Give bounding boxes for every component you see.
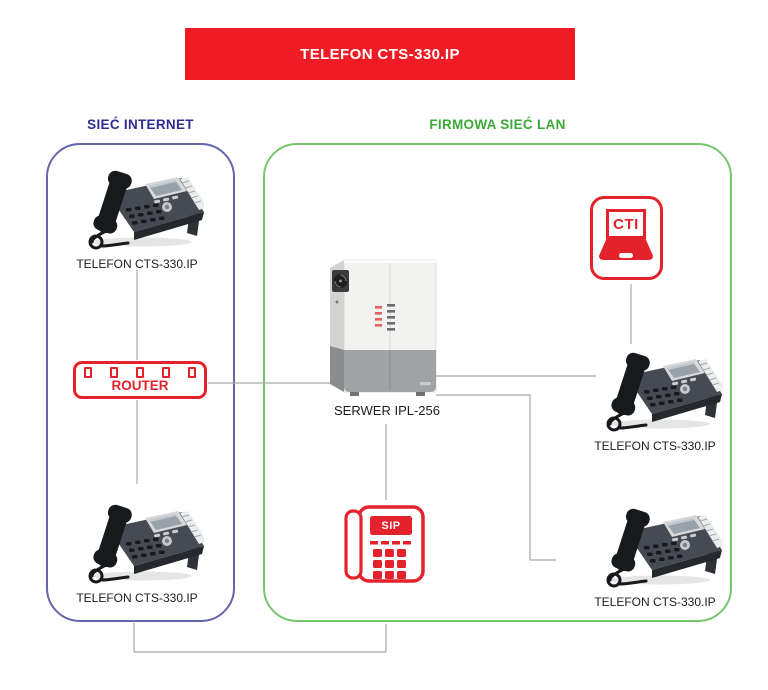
line-internet-box-to-lan-box xyxy=(133,623,387,653)
router-icon: ROUTER xyxy=(73,361,207,399)
cti-laptop-base xyxy=(599,239,653,260)
router-port xyxy=(110,367,118,378)
ip-phone-image xyxy=(606,508,725,588)
ip-phone-image-wrap xyxy=(588,340,725,437)
phone-top-left-label: TELEFON CTS-330.IP xyxy=(76,257,198,271)
phone-bottom-right-label: TELEFON CTS-330.IP xyxy=(594,595,716,609)
ip-phone-image-wrap xyxy=(70,492,207,589)
router-label: ROUTER xyxy=(111,378,169,393)
ip-phone-image-wrap xyxy=(588,496,725,593)
sip-phone-glyph xyxy=(344,505,425,583)
phone-bottom-left-label: TELEFON CTS-330.IP xyxy=(76,591,198,605)
line-server-to-phone-bottom-right xyxy=(436,394,556,561)
sip-icon: SIP xyxy=(342,502,428,586)
router-port xyxy=(162,367,170,378)
phone-bottom-left: TELEFON CTS-330.IP xyxy=(70,492,207,605)
ip-phone-image xyxy=(606,352,725,432)
router-port xyxy=(188,367,196,378)
ip-phone-image-wrap xyxy=(70,158,207,255)
router-ports xyxy=(76,367,204,378)
title-banner-text: TELEFON CTS-330.IP xyxy=(300,45,460,63)
cti-icon: CTI xyxy=(590,196,663,280)
serwer-ipl-256-image xyxy=(330,259,437,396)
server-label: SERWER IPL-256 xyxy=(334,403,440,418)
cti-laptop-screen: CTI xyxy=(606,209,646,239)
ip-phone-image xyxy=(88,170,207,250)
cti-label: CTI xyxy=(613,215,639,233)
lan-zone-title: FIRMOWA SIEĆ LAN xyxy=(429,117,566,132)
phone-mid-right: TELEFON CTS-330.IP xyxy=(588,340,725,453)
router-port xyxy=(84,367,92,378)
ip-phone-image xyxy=(88,504,207,584)
internet-zone-title: SIEĆ INTERNET xyxy=(87,117,194,132)
router-port xyxy=(136,367,144,378)
phone-mid-right-label: TELEFON CTS-330.IP xyxy=(594,439,716,453)
phone-bottom-right: TELEFON CTS-330.IP xyxy=(588,496,725,609)
phone-top-left: TELEFON CTS-330.IP xyxy=(70,158,207,271)
title-banner: TELEFON CTS-330.IP xyxy=(185,28,575,80)
sip-label: SIP xyxy=(381,519,401,532)
